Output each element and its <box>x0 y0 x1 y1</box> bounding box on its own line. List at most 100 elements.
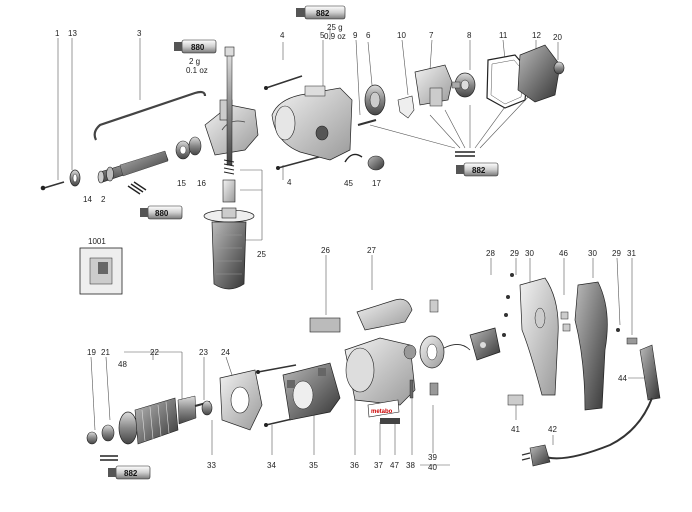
label-4-bottom: 4 <box>287 178 292 187</box>
part-37-nameplate: metabo <box>367 399 400 424</box>
grease-tube-top: 882 <box>296 5 346 20</box>
grease-amount-2-line2: 0.9 oz <box>324 32 346 41</box>
label-39: 39 <box>428 453 437 462</box>
label-8: 8 <box>467 31 472 40</box>
part-29-screws <box>502 273 620 337</box>
label-31: 31 <box>627 249 636 258</box>
part-22-armature <box>118 395 211 445</box>
label-46: 46 <box>559 249 568 258</box>
part-1-screw <box>40 181 65 191</box>
label-3: 3 <box>137 29 142 38</box>
part-34-screw-a <box>257 364 297 373</box>
part-17-knob <box>367 155 385 171</box>
label-4-top: 4 <box>280 31 285 40</box>
label-17: 17 <box>372 179 381 188</box>
label-40: 40 <box>428 463 437 472</box>
part-46-plug <box>560 311 569 320</box>
grease-tube-top-label: 882 <box>316 9 330 18</box>
part-31-clamp <box>626 337 638 345</box>
part-30-handle-right <box>574 281 608 411</box>
label-15: 15 <box>177 179 186 188</box>
label-10: 10 <box>397 31 406 40</box>
part-8-gear <box>451 72 476 98</box>
part-30-handle-left <box>519 277 559 396</box>
part-spring <box>223 159 235 175</box>
label-29-right: 29 <box>612 249 621 258</box>
label-36: 36 <box>350 461 359 470</box>
part-3-rod <box>93 90 207 141</box>
part-23-bearing <box>201 400 213 416</box>
label-6: 6 <box>366 31 371 40</box>
part-12-cover <box>517 44 561 103</box>
part-44-cord-sleeve <box>639 344 661 401</box>
label-13: 13 <box>68 29 77 38</box>
grease-brush-marks <box>100 151 475 461</box>
part-25-side-handle <box>203 207 255 290</box>
part-38-strip <box>409 379 414 399</box>
label-44: 44 <box>618 374 627 383</box>
part-24-fan-baffle <box>219 369 263 431</box>
label-1: 1 <box>55 29 60 38</box>
label-41: 41 <box>511 425 520 434</box>
label-2: 2 <box>101 195 106 204</box>
label-11: 11 <box>499 31 508 40</box>
label-45: 45 <box>344 179 353 188</box>
part-11-gasket <box>486 54 529 109</box>
part-19-ring <box>86 431 98 445</box>
part-1001-detail-box <box>79 247 123 295</box>
label-25: 25 <box>257 250 266 259</box>
part-2-spindle <box>97 150 169 184</box>
part-20-nut <box>553 61 565 75</box>
part-36-motor-housing <box>344 337 417 406</box>
part-switch-small <box>429 299 439 313</box>
grease-amount-1-line2: 0.1 oz <box>186 66 208 75</box>
part-42-plug <box>529 444 551 467</box>
label-47: 47 <box>390 461 399 470</box>
part-26-label <box>309 317 341 333</box>
label-5: 5 <box>320 31 325 40</box>
part-4-screw-top <box>265 75 303 89</box>
part-27-cover <box>356 298 413 331</box>
part-45-clip <box>344 153 363 163</box>
grease-tube-880-bottom-label: 880 <box>155 209 169 218</box>
label-38: 38 <box>406 461 415 470</box>
label-33: 33 <box>207 461 216 470</box>
part-front-housing <box>271 85 353 161</box>
grease-tube-880-top: 880 <box>174 39 217 54</box>
grease-amount-2-line1: 25 g <box>327 23 343 32</box>
label-42: 42 <box>548 425 557 434</box>
label-16: 16 <box>197 179 206 188</box>
label-27: 27 <box>367 246 376 255</box>
part-16-bearing <box>188 136 202 156</box>
part-6-gear <box>364 84 386 116</box>
label-48: 48 <box>118 360 127 369</box>
grease-tube-882-bottom-label: 882 <box>124 469 138 478</box>
grease-tube-880-top-label: 880 <box>191 43 205 52</box>
label-7: 7 <box>429 31 434 40</box>
label-37: 37 <box>374 461 383 470</box>
label-24: 24 <box>221 348 230 357</box>
part-sleeve <box>222 179 236 203</box>
grease-tube-882-right-label: 882 <box>472 166 486 175</box>
label-20: 20 <box>553 33 562 42</box>
grease-tube-882-right: 882 <box>456 162 499 177</box>
label-30-left: 30 <box>525 249 534 258</box>
label-26: 26 <box>321 246 330 255</box>
grease-amount-1-line1: 2 g <box>189 57 200 66</box>
leader-lines <box>57 28 645 466</box>
brand-label: metabo <box>371 409 393 415</box>
part-number-labels: 1 13 3 4 5 9 6 10 7 8 11 12 20 14 2 15 1… <box>55 29 636 472</box>
label-28: 28 <box>486 249 495 258</box>
part-9-pin <box>357 119 377 126</box>
label-34: 34 <box>267 461 276 470</box>
label-19: 19 <box>87 348 96 357</box>
grease-tube-880-bottom: 880 <box>140 205 183 220</box>
part-28-switch <box>469 327 501 361</box>
part-brush-holder <box>419 335 471 369</box>
label-30-right: 30 <box>588 249 597 258</box>
label-35: 35 <box>309 461 318 470</box>
label-12: 12 <box>532 31 541 40</box>
label-23: 23 <box>199 348 208 357</box>
